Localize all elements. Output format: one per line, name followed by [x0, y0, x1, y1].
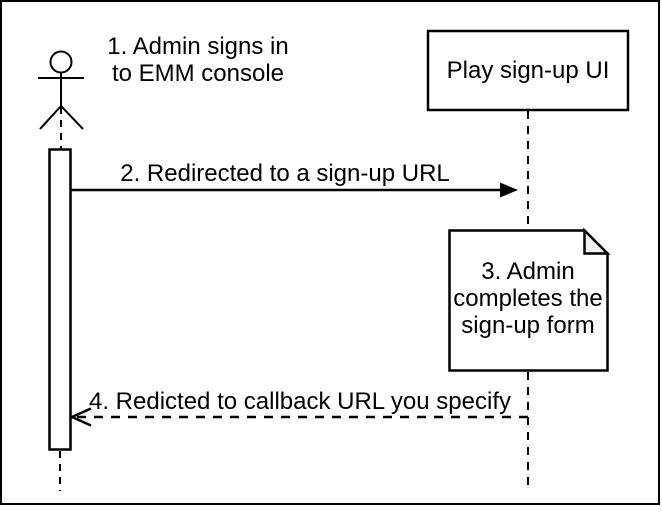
note-shape — [448, 227, 611, 372]
arrowhead-filled-icon — [500, 182, 518, 198]
message-label-redirect: 2. Redirected to a sign-up URL — [120, 160, 450, 187]
arrowhead-open-icon — [68, 407, 92, 427]
participant-box — [426, 29, 630, 112]
actor-leg-right — [60, 105, 84, 130]
note-fold-icon — [583, 227, 611, 255]
note-label: 3. Admin completes the sign-up form — [453, 258, 603, 339]
message-label-callback: 4. Redicted to callback URL you specify — [89, 388, 511, 415]
participant-label: Play sign-up UI — [446, 56, 610, 84]
message-arrow-redirect — [71, 182, 518, 198]
note-outline — [448, 229, 609, 372]
actor-label: 1. Admin signs in to EMM console — [107, 33, 289, 87]
actor-head — [49, 50, 73, 74]
actor-figure — [38, 50, 84, 130]
activation-bar — [48, 148, 72, 451]
actor-leg-left — [39, 105, 62, 130]
message-arrow-callback — [68, 407, 528, 427]
